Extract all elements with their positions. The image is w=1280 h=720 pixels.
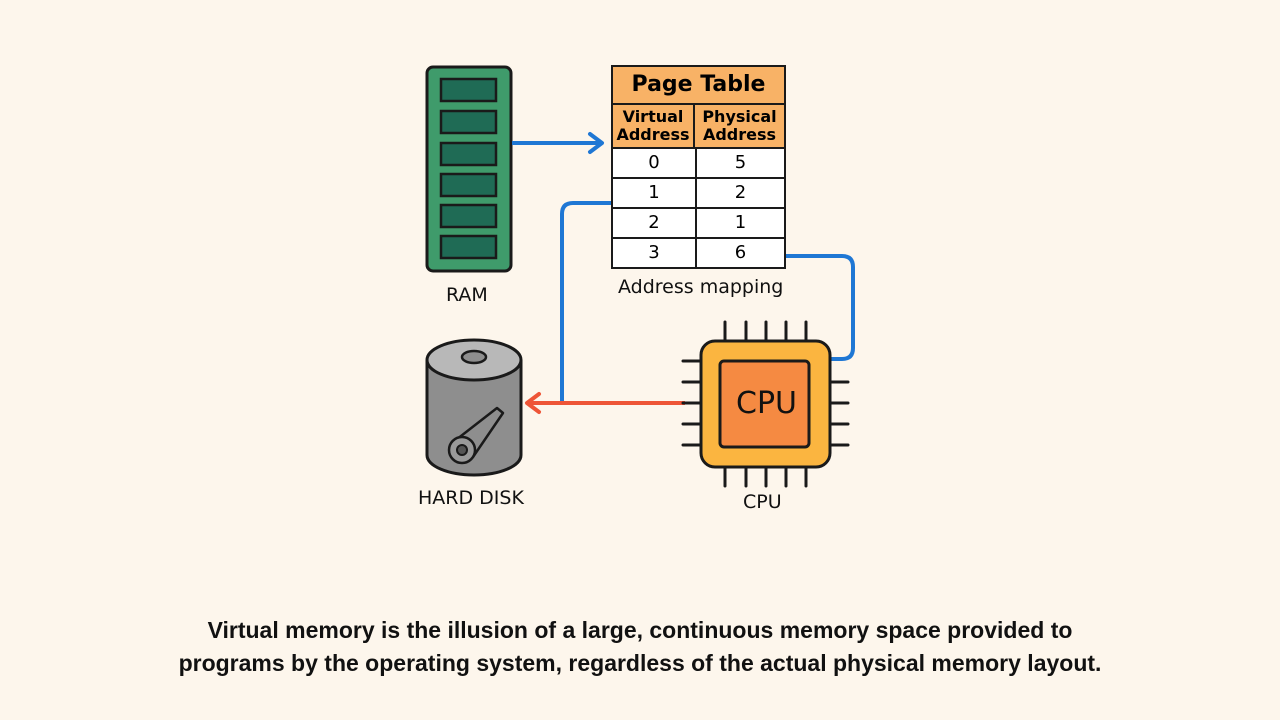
cpu-label: CPU bbox=[743, 491, 782, 513]
hard-disk-icon bbox=[425, 338, 523, 477]
column-header-virtual-address: Virtual Address bbox=[613, 105, 695, 147]
table-row: 2 1 bbox=[613, 209, 784, 239]
physical-address-cell: 6 bbox=[734, 242, 747, 263]
column-header-line: Address bbox=[616, 125, 690, 144]
cpu-chip-text: CPU bbox=[736, 386, 797, 421]
caption-line-2: programs by the operating system, regard… bbox=[178, 650, 1102, 676]
connector-page-table-to-cpu bbox=[786, 254, 855, 361]
arrow-cpu-to-disk bbox=[525, 392, 685, 414]
ram-slot bbox=[439, 172, 498, 198]
page-table-header-row: Virtual Address Physical Address bbox=[613, 105, 784, 149]
description-caption: Virtual memory is the illusion of a larg… bbox=[0, 614, 1280, 680]
physical-address-cell: 1 bbox=[734, 212, 747, 233]
ram-module bbox=[425, 65, 513, 273]
table-row: 3 6 bbox=[613, 239, 784, 267]
virtual-address-cell: 1 bbox=[613, 179, 697, 207]
ram-label: RAM bbox=[446, 284, 488, 306]
column-header-line: Physical bbox=[702, 107, 777, 126]
page-table-title: Page Table bbox=[613, 67, 784, 105]
ram-slot bbox=[439, 141, 498, 167]
table-row: 1 2 bbox=[613, 179, 784, 209]
virtual-address-cell: 3 bbox=[613, 239, 697, 267]
page-table: Page Table Virtual Address Physical Addr… bbox=[611, 65, 786, 269]
page-table-caption: Address mapping bbox=[618, 276, 784, 298]
ram-slot bbox=[439, 234, 498, 260]
caption-line-1: Virtual memory is the illusion of a larg… bbox=[207, 617, 1073, 643]
physical-address-cell: 2 bbox=[734, 182, 747, 203]
column-header-line: Virtual bbox=[622, 107, 684, 126]
connector-page-table-to-disk bbox=[560, 201, 611, 403]
table-row: 0 5 bbox=[613, 149, 784, 179]
arrow-ram-to-page-table bbox=[512, 132, 604, 154]
column-header-physical-address: Physical Address bbox=[695, 105, 784, 147]
cpu-chip-icon bbox=[681, 320, 850, 488]
virtual-address-cell: 2 bbox=[613, 209, 697, 237]
physical-address-cell: 5 bbox=[734, 152, 747, 173]
virtual-address-cell: 0 bbox=[613, 149, 697, 177]
hard-disk-label: HARD DISK bbox=[418, 487, 524, 509]
ram-slot bbox=[439, 109, 498, 135]
ram-slot bbox=[439, 77, 498, 103]
ram-slot bbox=[439, 203, 498, 229]
column-header-line: Address bbox=[702, 125, 777, 144]
